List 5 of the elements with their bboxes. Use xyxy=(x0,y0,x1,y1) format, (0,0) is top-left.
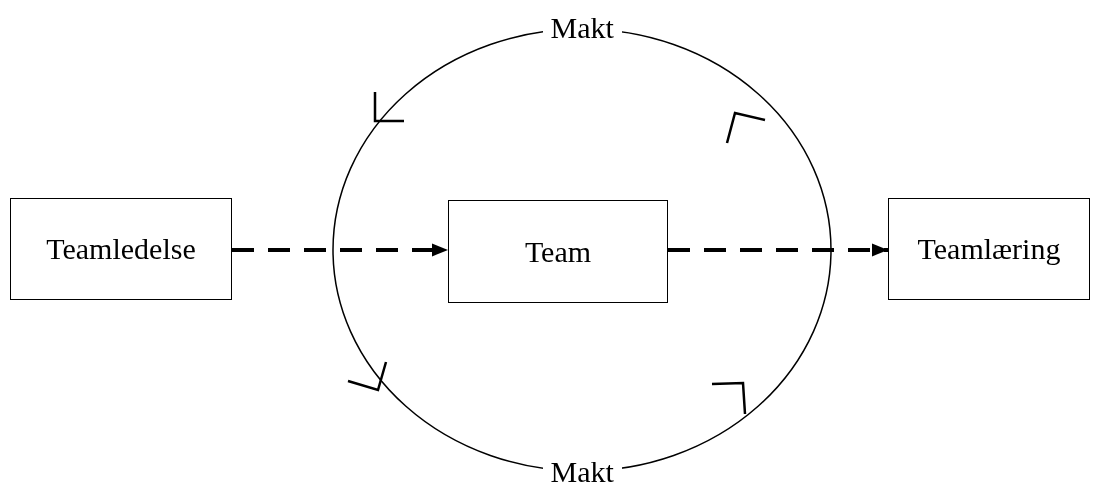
arrow xyxy=(232,243,448,257)
process-box: Teamledelse xyxy=(10,198,232,300)
arrow xyxy=(668,243,888,257)
process-box: Team xyxy=(448,200,668,303)
process-box: Teamlæring xyxy=(888,198,1090,300)
